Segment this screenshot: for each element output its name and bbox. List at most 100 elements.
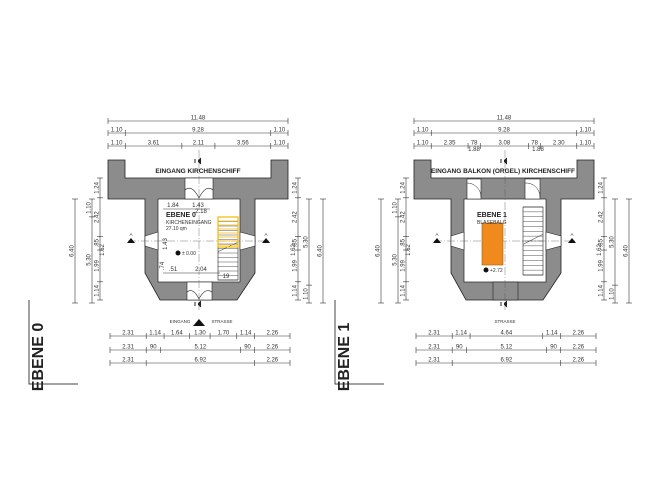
door-swing bbox=[184, 187, 214, 199]
left-dim-detail-label: 1.99 bbox=[95, 259, 101, 271]
top-dim-sub: 1.88 bbox=[468, 147, 480, 153]
top-dim-detail-label: 2.35 bbox=[444, 141, 456, 147]
left-dim-mid-label: 5.30 bbox=[87, 253, 93, 265]
section-marker-icon: A bbox=[127, 232, 135, 243]
bottom-dim-mid-label: 2.26 bbox=[572, 345, 584, 351]
section-marker-icon: A bbox=[262, 232, 270, 243]
bottom-dim-mid-label: 5.12 bbox=[501, 345, 513, 351]
left-dim-detail-label: 1.14 bbox=[95, 284, 101, 296]
section-marker-label: A bbox=[264, 232, 267, 237]
bottom-dim-detail-label: 1.64 bbox=[171, 331, 183, 337]
dim-extra: 1.62 bbox=[597, 244, 603, 256]
bottom-dim-total-label: 2.26 bbox=[266, 358, 278, 364]
top-dim-detail-label: 3.61 bbox=[148, 141, 160, 147]
right-dim-detail-label: 1.14 bbox=[293, 284, 299, 296]
bottom-dim-detail-label: 2.31 bbox=[122, 331, 134, 337]
right-dim-detail-label: 1.24 bbox=[293, 181, 299, 193]
right-dim-mid-label: 5.30 bbox=[304, 236, 310, 248]
bottom-dim-total-label: 6.92 bbox=[195, 358, 207, 364]
top-dim-detail-label: 1.10 bbox=[111, 141, 123, 147]
wall-bottom bbox=[492, 281, 519, 301]
level-value: +2.72 bbox=[490, 268, 503, 274]
room-name: BLASEBALG bbox=[477, 220, 507, 226]
right-dim-detail-label: 1.99 bbox=[293, 259, 299, 271]
left-dim-detail-label: 2.42 bbox=[401, 211, 407, 223]
top-dim-detail-label: 1.10 bbox=[580, 141, 592, 147]
speaker-icon bbox=[194, 300, 201, 308]
door-top bbox=[466, 178, 482, 200]
top-dim-mid-label: 1.10 bbox=[417, 128, 429, 134]
room-label: EBENE 1 bbox=[477, 212, 507, 219]
bottom-dim-detail-label: 4.64 bbox=[501, 331, 513, 337]
door-bottom bbox=[186, 281, 213, 301]
left-dim-total-label: 6.40 bbox=[70, 245, 76, 257]
right-dim-detail-label: 2.42 bbox=[293, 211, 299, 223]
level-marker-icon bbox=[175, 250, 181, 256]
right-dim-total-label: 6.40 bbox=[318, 245, 324, 257]
entrance-arrow-icon bbox=[193, 319, 205, 326]
section-marker-icon: A bbox=[568, 232, 576, 243]
bottom-dim-detail-label: 2.26 bbox=[266, 331, 278, 337]
bottom-dim-detail-label: 2.26 bbox=[572, 331, 584, 337]
entrance-label: EINGANG bbox=[170, 319, 191, 324]
left-dim-mid-label: 5.30 bbox=[393, 253, 399, 265]
top-dim-detail-label: 1.10 bbox=[274, 141, 286, 147]
bottom-dim-total-label: 2.26 bbox=[572, 358, 584, 364]
bottom-dim-total-label: 6.92 bbox=[501, 358, 513, 364]
top-dim-mid-label: 1.10 bbox=[274, 128, 286, 134]
entrance-title: EINGANG BALKON (ORGEL) KIRCHENSCHIFF bbox=[431, 168, 575, 175]
top-dim-detail-label: 2.11 bbox=[193, 141, 205, 147]
bottom-dim-total-label: 2.31 bbox=[122, 358, 134, 364]
dim-extra: 1.62 bbox=[406, 244, 412, 256]
dim-extra: 1.62 bbox=[291, 244, 297, 256]
interior-dim-label: 2.04 bbox=[195, 267, 207, 273]
bottom-dim-total-label: 2.31 bbox=[428, 358, 440, 364]
interior-dim-label: 1.84 bbox=[167, 203, 179, 209]
door-top bbox=[524, 178, 541, 200]
right-dim-detail-label: .85 bbox=[599, 238, 605, 247]
top-dim-total-label: 11.48 bbox=[497, 116, 512, 122]
bottom-dim-mid-label: 90 bbox=[550, 345, 557, 351]
right-dim-detail-label: 1.99 bbox=[599, 259, 605, 271]
left-dim-detail-label: 1.99 bbox=[401, 259, 407, 271]
bottom-dim-mid-label: 90 bbox=[456, 345, 463, 351]
top-dim-mid-label: 9.28 bbox=[192, 128, 204, 134]
right-dim-total-label: 6.40 bbox=[624, 245, 630, 257]
left-dim-total-label: 6.40 bbox=[376, 245, 382, 257]
level-value: ± 0.00 bbox=[182, 251, 196, 257]
bottom-dim-detail-label: 1.14 bbox=[546, 331, 558, 337]
bottom-dim-mid-label: 2.31 bbox=[428, 345, 440, 351]
speaker-icon bbox=[500, 300, 507, 308]
entrance-title: EINGANG KIRCHENSCHIFF bbox=[155, 168, 240, 175]
speaker-icon bbox=[500, 157, 507, 165]
interior-dim-label: 2.18 bbox=[195, 209, 207, 215]
interior-dim-label: .74 bbox=[160, 261, 166, 270]
street-label: STRASSE bbox=[494, 319, 515, 324]
interior-dim-label: 1.43 bbox=[163, 238, 169, 250]
sheet-label-bracket bbox=[28, 300, 78, 385]
bottom-dim-detail-label: 1.30 bbox=[194, 331, 206, 337]
top-dim-detail-label: 1.10 bbox=[417, 141, 429, 147]
left-dim-mid-label: 1.10 bbox=[393, 201, 399, 213]
top-dim-mid-label: 1.10 bbox=[111, 128, 123, 134]
bottom-dim-mid-label: 2.31 bbox=[122, 345, 134, 351]
room-area: 27.10 qm bbox=[166, 226, 187, 232]
top-dim-detail-label: 3.08 bbox=[499, 141, 511, 147]
right-dim-detail-label: 1.24 bbox=[599, 181, 605, 193]
room-label: EBENE 0 bbox=[166, 212, 196, 219]
interior-dim-label: 19 bbox=[223, 274, 230, 280]
bottom-dim-mid-label: 90 bbox=[244, 345, 251, 351]
section-marker-label: A bbox=[129, 232, 132, 237]
top-dim-detail-label: 2.30 bbox=[553, 141, 565, 147]
street-label: STRASSE bbox=[211, 319, 232, 324]
door-swing bbox=[524, 182, 541, 198]
bottom-dim-mid-label: 2.26 bbox=[266, 345, 278, 351]
left-dim-detail-label: 1.24 bbox=[401, 181, 407, 193]
left-dim-detail-label: .85 bbox=[401, 238, 407, 247]
top-dim-detail-label: 78 bbox=[471, 141, 478, 147]
section-marker-label: A bbox=[570, 232, 573, 237]
bottom-dim-mid-label: 90 bbox=[150, 345, 157, 351]
